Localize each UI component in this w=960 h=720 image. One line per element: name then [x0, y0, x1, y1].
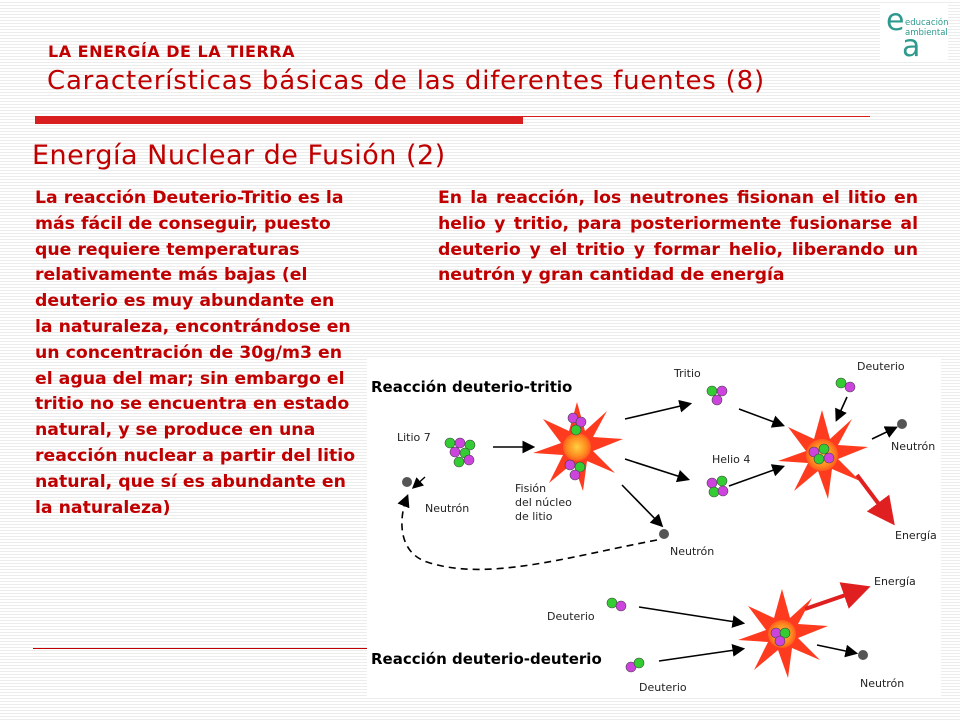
neutron-particle-in	[402, 477, 412, 487]
fission-star	[533, 402, 623, 491]
title-divider-line	[523, 116, 870, 117]
arrow	[624, 399, 693, 420]
logo-letter-a: a	[902, 29, 920, 60]
arrow	[738, 408, 785, 428]
label-deuterio-1: Deuterio	[857, 360, 905, 373]
logo-letter-e: e	[886, 4, 904, 38]
label-neutron-2: Neutrón	[670, 545, 714, 558]
label-deuterio-2: Deuterio	[547, 610, 595, 623]
label-energia-2: Energía	[874, 575, 916, 588]
arrow	[871, 426, 898, 440]
label-neutron-1: Neutrón	[425, 502, 469, 515]
bottom-divider-line	[33, 648, 370, 649]
title-accent-bar	[35, 116, 523, 124]
litio7-nucleus	[444, 437, 476, 468]
fusion-star-dt	[778, 410, 868, 499]
label-energia-1: Energía	[895, 529, 937, 542]
arrow	[411, 476, 426, 489]
arrow	[835, 396, 848, 422]
education-ambiental-logo: e a educación ambiental	[880, 3, 949, 64]
label-deuterio-3: Deuterio	[639, 681, 687, 694]
label-helio4: Helio 4	[712, 453, 750, 466]
label-litio7: Litio 7	[397, 431, 431, 444]
logo-text-line-2: ambiental	[905, 28, 948, 38]
arrow	[638, 606, 746, 628]
left-paragraph: La reacción Deuterio-Tritio es la más fá…	[35, 188, 356, 518]
arrow	[621, 484, 664, 528]
label-fision-2: del núcleo	[515, 496, 572, 509]
neutron-particle-fission	[659, 529, 669, 539]
header-kicker: LA ENERGÍA DE LA TIERRA	[48, 42, 296, 61]
label-fision-1: Fisión	[515, 482, 546, 495]
arrow	[816, 644, 859, 658]
diagram-title-dd: Reacción deuterio-deuterio	[371, 650, 602, 668]
energy-arrow	[855, 473, 895, 526]
arrow	[658, 644, 746, 662]
arrow	[624, 458, 691, 483]
page-title: Características básicas de las diferente…	[47, 66, 765, 96]
right-paragraph: En la reacción, los neutrones fisionan e…	[438, 188, 918, 286]
neutron-particle-dd	[858, 650, 868, 660]
label-neutron-4: Neutrón	[860, 677, 904, 690]
neutron-particle-out	[897, 419, 907, 429]
label-neutron-3: Neutrón	[891, 440, 935, 453]
diagram-title-dt: Reacción deuterio-tritio	[371, 378, 572, 396]
arrow	[728, 464, 786, 487]
label-fision-3: de litio	[515, 510, 553, 523]
section-title: Energía Nuclear de Fusión (2)	[32, 140, 446, 171]
logo-text-line-1: educación	[905, 17, 948, 28]
fusion-reaction-diagram: Reacción deuterio-tritio Reacción deuter…	[367, 357, 941, 698]
dashed-return-path	[397, 494, 658, 571]
energy-arrow	[804, 582, 871, 611]
label-tritio: Tritio	[673, 367, 701, 380]
